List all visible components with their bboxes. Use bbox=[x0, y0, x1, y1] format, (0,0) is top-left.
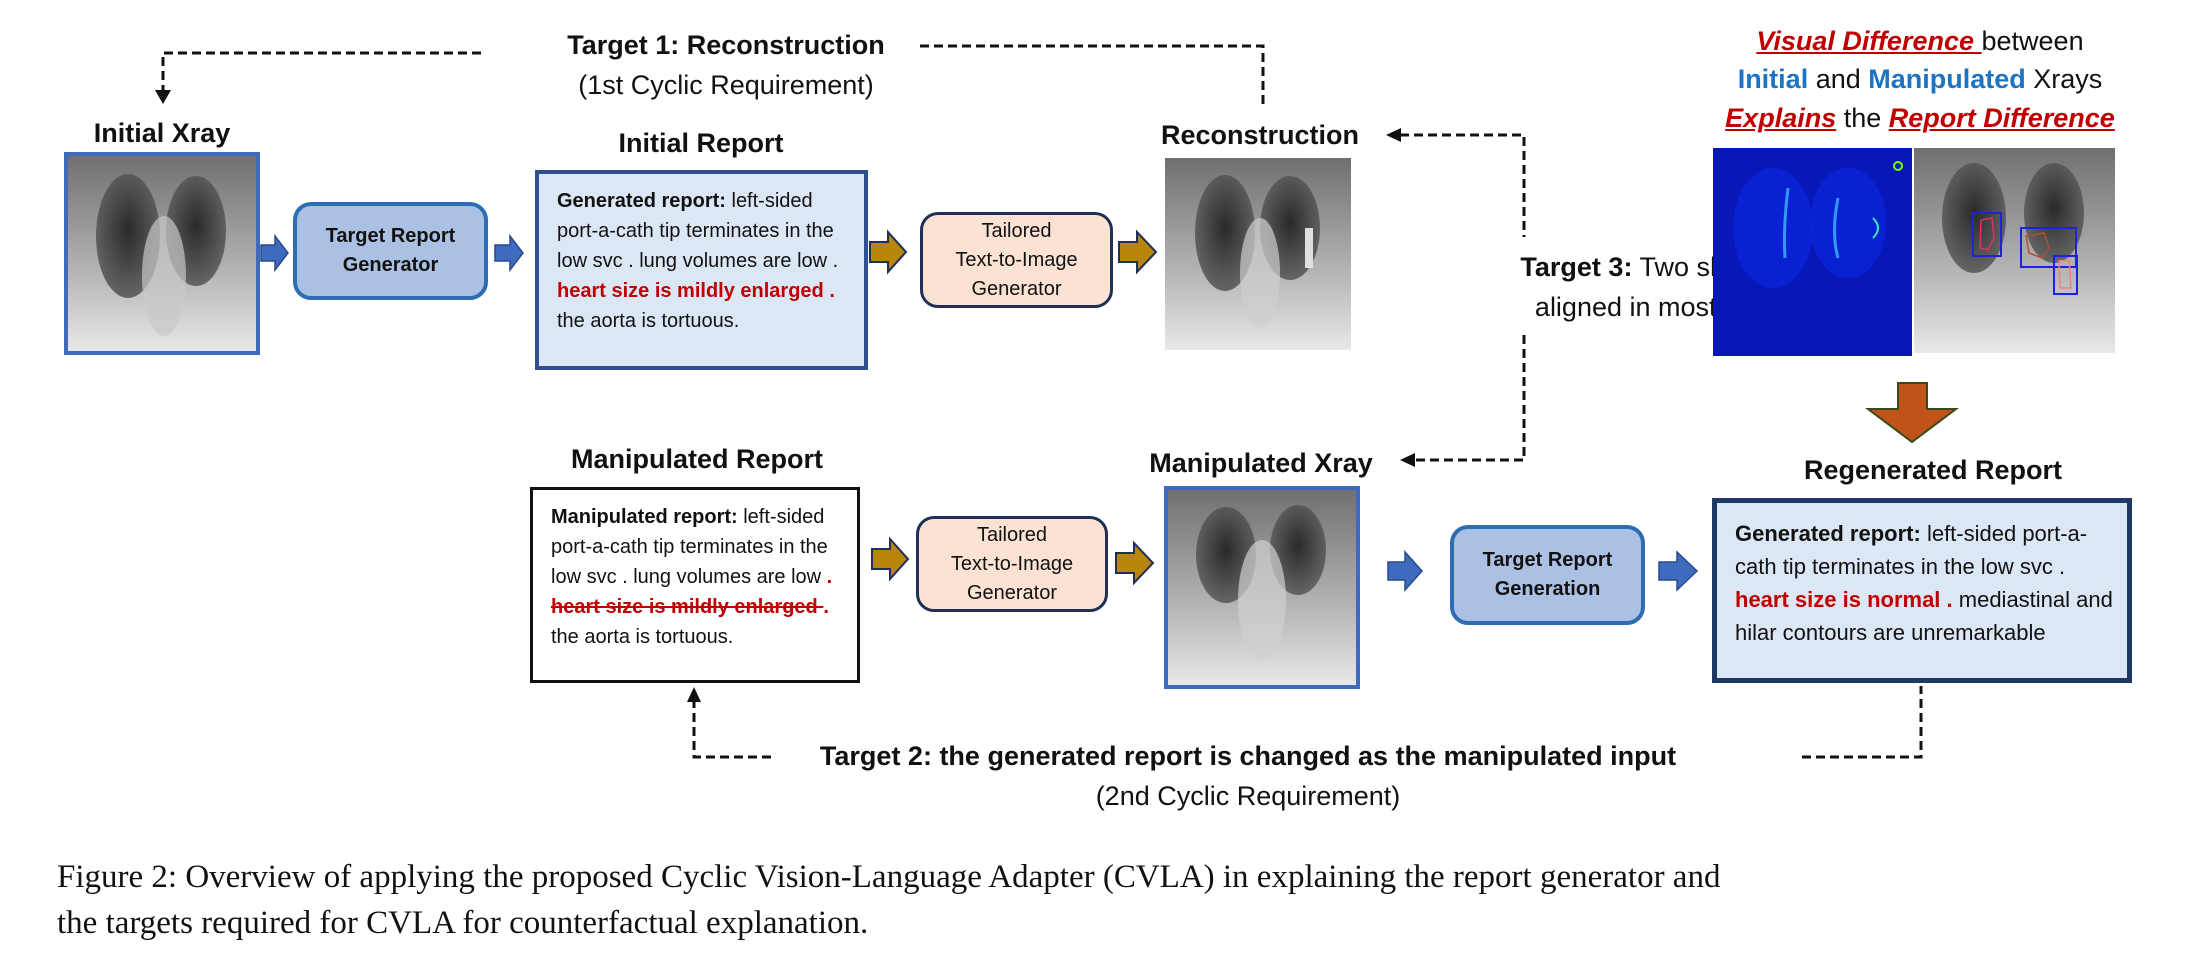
arrow-right-icon bbox=[871, 536, 910, 582]
heatmap-icon bbox=[1713, 148, 1912, 356]
box-label-line: Generator bbox=[342, 254, 439, 276]
arrowhead-down-icon bbox=[155, 90, 171, 104]
manipulated-report-box: Manipulated report: left-sided port-a-ca… bbox=[530, 487, 860, 683]
box-label-line: Tailored bbox=[976, 523, 1048, 546]
initial-text: Initial bbox=[1737, 64, 1809, 94]
target1-title: Target 1: Reconstruction bbox=[567, 30, 885, 60]
report-difference-text: Report Difference bbox=[1888, 103, 2115, 133]
target2-subtitle: (2nd Cyclic Requirement) bbox=[1095, 781, 1401, 811]
arrowhead-up-icon bbox=[687, 687, 701, 702]
manipulated-text: Manipulated bbox=[1868, 64, 2026, 94]
arrow-right-icon bbox=[869, 229, 908, 275]
arrow-right-icon bbox=[494, 233, 524, 273]
arrow-right-icon bbox=[1387, 550, 1424, 592]
report-text: left-sided port-a-cath tip terminates in… bbox=[551, 506, 828, 588]
report-highlight: heart size is normal . bbox=[1735, 587, 1953, 612]
arrow-right-icon bbox=[1118, 229, 1158, 275]
report-label: Generated report: bbox=[1735, 521, 1921, 546]
box-label-line: Generation bbox=[1494, 578, 1601, 600]
target3-label: Target 3: bbox=[1520, 252, 1633, 282]
manipulated-xray-image bbox=[1164, 486, 1360, 689]
initial-report-title: Initial Report bbox=[618, 128, 784, 158]
manipulated-report-title: Manipulated Report bbox=[570, 444, 824, 474]
box-label-line: Target Report bbox=[325, 225, 456, 247]
visual-difference-text: Visual Difference bbox=[1756, 26, 1982, 56]
chest-xray-with-boxes-icon bbox=[1914, 148, 2115, 353]
arrow-right-icon bbox=[1115, 540, 1155, 586]
box-label-line: Generator bbox=[966, 581, 1058, 604]
explains-text: Explains bbox=[1725, 103, 1837, 133]
report-text: left-sided port-a-cath tip terminates in… bbox=[557, 190, 839, 272]
initial-xray-title: Initial Xray bbox=[93, 118, 231, 148]
report-dot: . bbox=[823, 596, 829, 618]
figure-caption-line1: Figure 2: Overview of applying the propo… bbox=[57, 859, 1721, 895]
heading-text: Xrays bbox=[2025, 64, 2103, 94]
arrow-right-icon bbox=[260, 233, 289, 273]
report-dot: . bbox=[826, 566, 833, 588]
report-label: Generated report: bbox=[557, 190, 726, 212]
heading-text: the bbox=[1836, 103, 1889, 133]
manipulated-xray-title: Manipulated Xray bbox=[1149, 448, 1373, 478]
initial-xray-image bbox=[64, 152, 260, 355]
heading-text: between bbox=[1981, 26, 2084, 56]
difference-heatmap-image bbox=[1713, 148, 1912, 356]
report-label: Manipulated report: bbox=[551, 506, 738, 528]
annotated-xray-image bbox=[1914, 148, 2115, 353]
report-text: mediastinal and hilar contours are unrem… bbox=[1735, 587, 2113, 645]
box-label-line: Target Report bbox=[1482, 549, 1613, 571]
difference-heading-line3: Explains the Report Difference bbox=[1725, 99, 2115, 137]
figure-caption-line2: the targets required for CVLA for counte… bbox=[57, 905, 869, 941]
chest-xray-icon bbox=[68, 156, 256, 351]
box-label-line: Text-to-Image bbox=[955, 248, 1078, 271]
box-label-line: Generator bbox=[971, 277, 1062, 300]
arrow-down-icon bbox=[1865, 382, 1959, 444]
difference-heading-line2: Initial and Manipulated Xrays bbox=[1738, 60, 2103, 98]
regenerated-report-title: Regenerated Report bbox=[1803, 455, 2063, 485]
arrow-right-icon bbox=[1658, 550, 1699, 592]
reconstruction-title: Reconstruction bbox=[1160, 120, 1360, 150]
report-text: the aorta is tortuous. bbox=[557, 310, 740, 332]
difference-heading-line1: Visual Difference between bbox=[1756, 22, 2083, 60]
report-text: the aorta is tortuous. bbox=[551, 626, 734, 648]
box-label-line: Text-to-Image bbox=[950, 552, 1074, 575]
target2-title: Target 2: the generated report is change… bbox=[819, 741, 1677, 771]
target1-connector bbox=[161, 44, 1265, 105]
regenerated-report-box: Generated report: left-sided port-a-cath… bbox=[1712, 498, 2132, 683]
initial-report-box: Generated report: left-sided port-a-cath… bbox=[535, 170, 868, 370]
reconstruction-xray-image bbox=[1165, 158, 1351, 350]
struck-text: heart size is mildly enlarged bbox=[551, 596, 824, 618]
report-highlight: heart size is mildly enlarged . bbox=[557, 280, 835, 302]
arrowhead-left-icon bbox=[1400, 453, 1415, 467]
chest-xray-icon bbox=[1165, 158, 1351, 350]
chest-xray-icon bbox=[1168, 490, 1356, 685]
arrowhead-left-icon bbox=[1386, 128, 1401, 142]
target3-connector bbox=[1400, 133, 1526, 462]
box-label-line: Tailored bbox=[981, 219, 1052, 242]
target2-connector bbox=[692, 686, 1923, 759]
heading-text: and bbox=[1808, 64, 1869, 94]
report-text: left-sided port-a-cath tip terminates in… bbox=[1735, 521, 2088, 579]
target1-subtitle: (1st Cyclic Requirement) bbox=[578, 70, 874, 100]
